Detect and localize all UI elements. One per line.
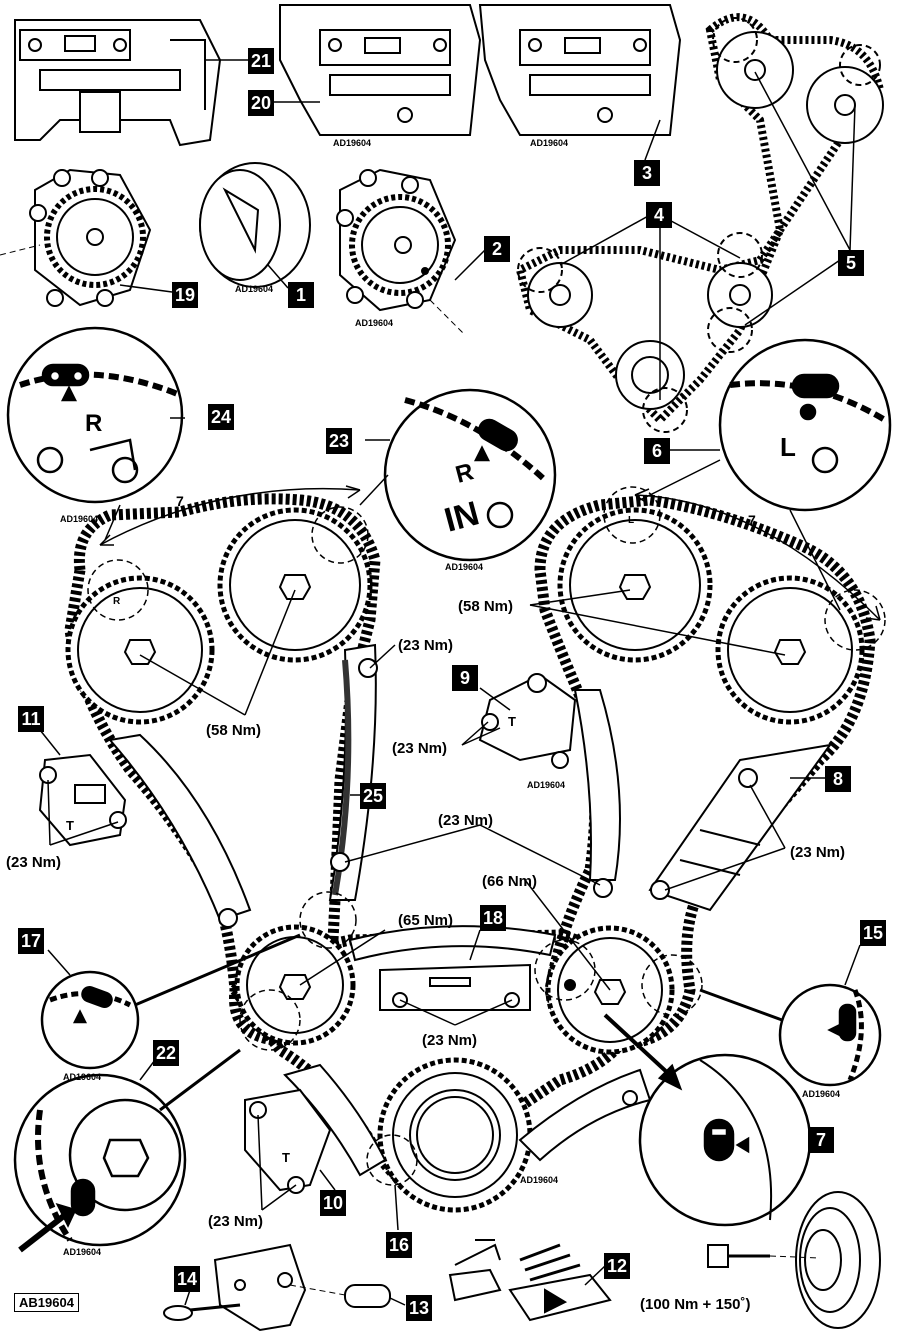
mark-T-tensioner-11: T bbox=[66, 818, 74, 833]
tensioner-10 bbox=[244, 1088, 332, 1194]
mark-T-tensioner-10: T bbox=[282, 1150, 290, 1165]
detail-circle-17 bbox=[40, 933, 301, 1070]
camshaft-sprocket-right-exhaust bbox=[715, 575, 865, 725]
callout-22: 22 bbox=[153, 1040, 179, 1066]
cylinder-head-21 bbox=[14, 19, 222, 147]
ref-detail-23: AD19604 bbox=[445, 562, 484, 572]
cylinder-head-3 bbox=[478, 4, 682, 136]
tensioner-rail-right bbox=[573, 689, 621, 898]
torque-58-left: (58 Nm) bbox=[206, 722, 262, 739]
chain-guide-8 bbox=[648, 743, 833, 912]
crankshaft-sprocket bbox=[377, 1057, 533, 1213]
torque-65: (65 Nm) bbox=[398, 912, 454, 929]
left-bank-chain bbox=[64, 493, 381, 1046]
mark-L-sprocket: L bbox=[628, 515, 635, 526]
idler-sprocket-left bbox=[234, 924, 356, 1046]
overview-chain-drive bbox=[515, 13, 885, 433]
ref-detail-17: AD19604 bbox=[63, 1072, 102, 1082]
detail-circle-6 bbox=[639, 338, 892, 611]
callout-9: 9 bbox=[452, 665, 478, 691]
callout-24: 24 bbox=[208, 404, 234, 430]
mark-L-detail-6: L bbox=[780, 432, 796, 462]
ref-head-20: AD19604 bbox=[333, 138, 372, 148]
torque-66: (66 Nm) bbox=[482, 873, 538, 890]
mark-R-sprocket: R bbox=[113, 596, 121, 607]
torque-23-tensioner-9: (23 Nm) bbox=[392, 740, 448, 757]
torque-23-guide-mid: (23 Nm) bbox=[438, 812, 494, 829]
chain-guide-lower-right bbox=[518, 1068, 652, 1162]
callout-1: 1 bbox=[288, 282, 314, 308]
callout-2: 2 bbox=[484, 236, 510, 262]
dimension-7-left: 7 bbox=[176, 493, 184, 509]
callout-12: 12 bbox=[604, 1253, 630, 1279]
detail-circle-7 bbox=[603, 1013, 812, 1227]
ref-bushing-1: AD19604 bbox=[235, 284, 274, 294]
callout-3: 3 bbox=[634, 160, 660, 186]
bushing-1 bbox=[199, 162, 311, 289]
callout-23: 23 bbox=[326, 428, 352, 454]
callout-19: 19 bbox=[172, 282, 198, 308]
ref-tensioner-9: AD19604 bbox=[527, 780, 566, 790]
callout-16: 16 bbox=[386, 1232, 412, 1258]
tensioner-9 bbox=[478, 673, 577, 769]
callout-10: 10 bbox=[320, 1190, 346, 1216]
locking-pin-14 bbox=[163, 1303, 241, 1321]
ref-detail-22: AD19604 bbox=[63, 1247, 102, 1257]
callout-18: 18 bbox=[480, 905, 506, 931]
chain-guide-18 bbox=[348, 925, 557, 1011]
callout-20: 20 bbox=[248, 90, 274, 116]
callout-14: 14 bbox=[174, 1266, 200, 1292]
callout-17: 17 bbox=[18, 928, 44, 954]
detail-circle-15 bbox=[699, 983, 882, 1087]
camshaft-sprocket-left-exhaust bbox=[65, 575, 215, 725]
mark-R-detail-24: R bbox=[85, 410, 103, 437]
torque-leader-lines bbox=[47, 589, 786, 1211]
callout-11: 11 bbox=[18, 706, 44, 732]
torque-23-guide-top: (23 Nm) bbox=[398, 637, 454, 654]
callout-6: 6 bbox=[644, 438, 670, 464]
callout-21: 21 bbox=[248, 48, 274, 74]
tensioner-rail-left bbox=[108, 733, 252, 928]
dimension-7-right: 7 bbox=[748, 512, 756, 528]
mark-T-tensioner-9: T bbox=[508, 714, 516, 729]
tensioner-11 bbox=[38, 753, 127, 847]
figure-reference: AB19604 bbox=[14, 1293, 79, 1312]
callout-7: 7 bbox=[808, 1127, 834, 1153]
torque-100-150: (100 Nm + 150˚) bbox=[640, 1296, 751, 1313]
chain-guide-25 bbox=[328, 643, 378, 901]
holding-tool-12 bbox=[448, 1239, 612, 1322]
callout-5: 5 bbox=[838, 250, 864, 276]
callout-8: 8 bbox=[825, 766, 851, 792]
torque-23-tensioner-11: (23 Nm) bbox=[6, 854, 62, 871]
camshaft-sprocket-left-intake bbox=[217, 507, 373, 663]
camshaft-sprocket-right-intake bbox=[557, 507, 713, 663]
ref-head-3: AD19604 bbox=[530, 138, 569, 148]
ref-detail-15: AD19604 bbox=[802, 1089, 841, 1099]
torque-23-guide-18: (23 Nm) bbox=[422, 1032, 478, 1049]
tensioner-body-13 bbox=[213, 1243, 391, 1332]
ref-crank: AD19604 bbox=[520, 1175, 559, 1185]
torque-58-right: (58 Nm) bbox=[458, 598, 514, 615]
callout-15: 15 bbox=[860, 920, 886, 946]
torque-23-tensioner-10: (23 Nm) bbox=[208, 1213, 264, 1230]
ref-sprocket-2: AD19604 bbox=[355, 318, 394, 328]
crank-pulley bbox=[707, 1191, 881, 1329]
ref-detail-24: AD19604 bbox=[60, 514, 99, 524]
detail-circle-22 bbox=[13, 1048, 241, 1253]
detail-circle-23 bbox=[359, 388, 557, 562]
detail-circle-24 bbox=[6, 326, 184, 541]
callout-25: 25 bbox=[360, 783, 386, 809]
callout-4: 4 bbox=[646, 202, 672, 228]
torque-23-guide-8: (23 Nm) bbox=[790, 844, 846, 861]
cylinder-head-20 bbox=[279, 4, 482, 136]
sprocket-2 bbox=[336, 168, 486, 336]
callout-13: 13 bbox=[406, 1295, 432, 1321]
sprocket-19 bbox=[0, 168, 173, 307]
